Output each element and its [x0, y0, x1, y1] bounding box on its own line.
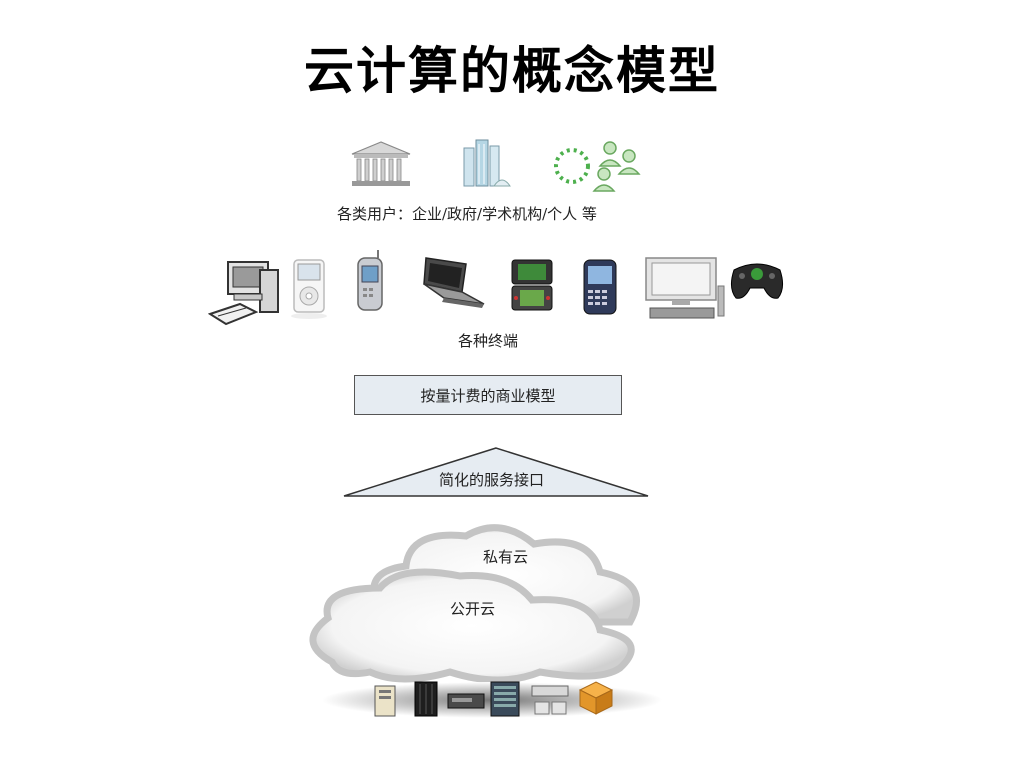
laptop-icon [420, 254, 488, 314]
private-cloud-label: 私有云 [483, 548, 529, 566]
page-title: 云计算的概念模型 [304, 41, 720, 100]
storage-array-icon [530, 682, 570, 718]
rack-unit-icon [446, 690, 486, 712]
service-interface-label: 简化的服务接口 [439, 471, 545, 489]
blade-server-icon [488, 680, 522, 718]
server-tower-icon [372, 684, 398, 718]
people-group-icon [552, 136, 642, 192]
media-player-icon [288, 258, 332, 320]
desktop-computer-icon [208, 256, 284, 332]
public-cloud-label: 公开云 [450, 600, 496, 618]
smartphone-icon [580, 258, 620, 316]
television-icon [642, 256, 728, 322]
handheld-game-icon [508, 258, 556, 314]
server-rack-icon [412, 680, 440, 718]
cloud-icon [300, 522, 680, 694]
office-towers-icon [460, 138, 512, 188]
government-building-icon [350, 140, 412, 188]
billing-model-label: 按量计费的商业模型 [420, 386, 556, 405]
billing-model-box: 按量计费的商业模型 [354, 375, 622, 415]
game-controller-icon [728, 256, 786, 302]
users-label: 各类用户：企业/政府/学术机构/个人 等 [337, 205, 597, 223]
mobile-phone-icon [354, 248, 386, 314]
network-appliance-icon [576, 678, 616, 718]
terminals-label: 各种终端 [458, 332, 519, 350]
service-interface-triangle [342, 446, 650, 498]
